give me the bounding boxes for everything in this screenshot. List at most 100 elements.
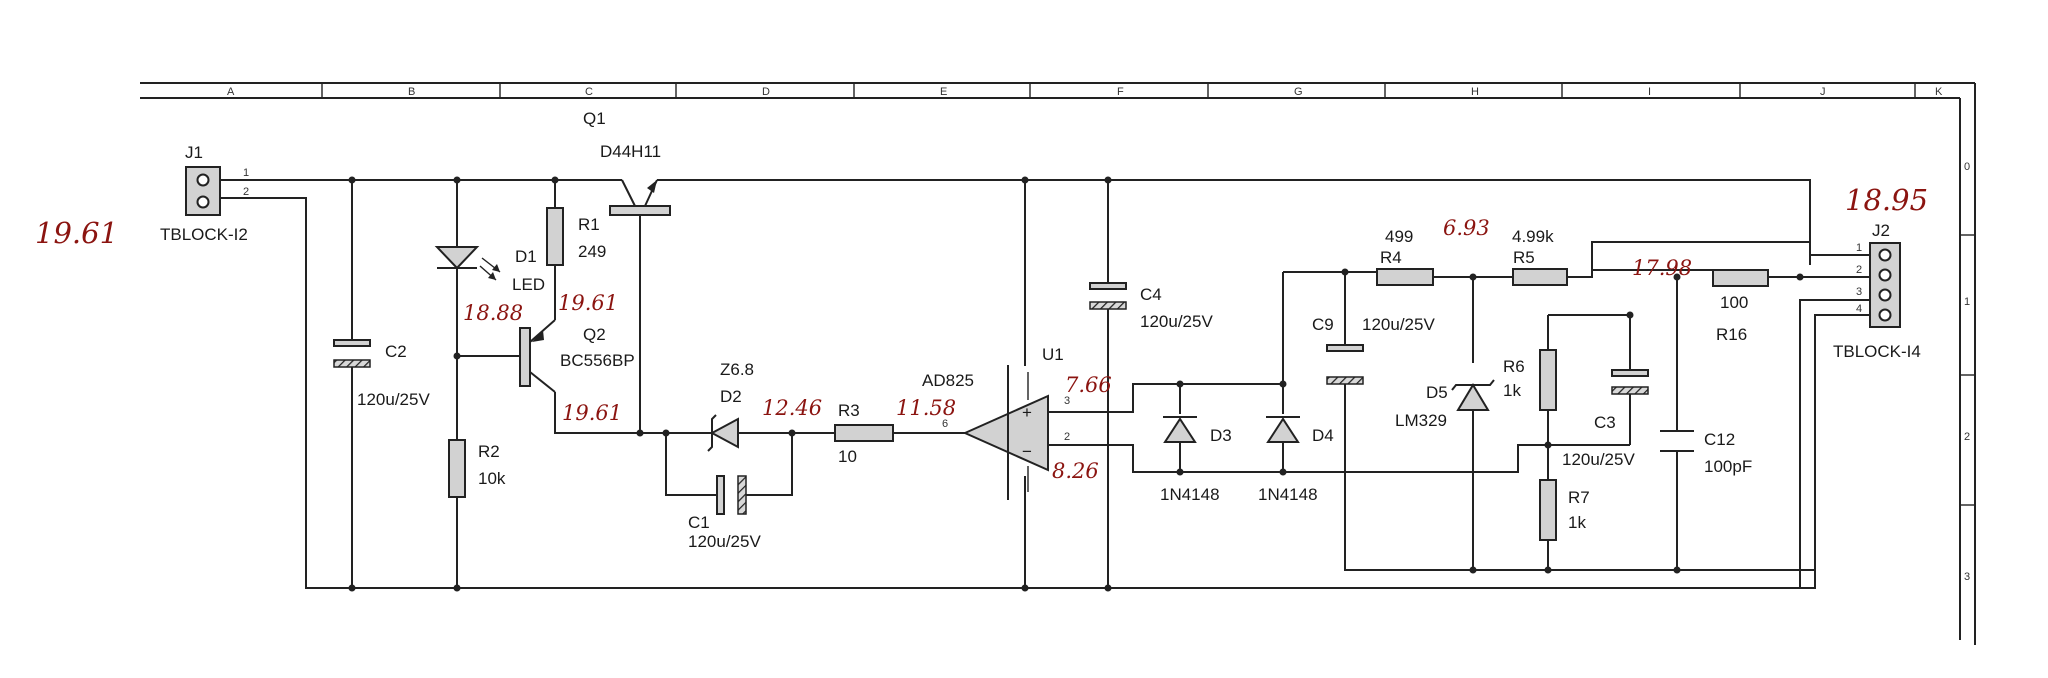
u1-ref: U1 [1042, 345, 1064, 364]
d5-value: LM329 [1395, 411, 1447, 430]
r7-ref: R7 [1568, 488, 1590, 507]
transistor-q2: Q2 BC556BP [519, 319, 635, 393]
note-u1-plus-voltage: 7.66 [1065, 373, 1112, 397]
capacitor-c9: C9 120u/25V [1312, 315, 1435, 385]
c3-value: 120u/25V [1562, 450, 1635, 469]
wires [250, 179, 1848, 589]
u1-pin-plus: 3 [1064, 395, 1070, 407]
d1-value: LED [512, 275, 545, 294]
capacitor-c12: C12 100pF [1660, 430, 1752, 476]
frame-col-b: B [408, 86, 415, 98]
resistor-r16: 100 R16 [1712, 269, 1769, 344]
note-r3-voltage: 11.58 [896, 396, 956, 420]
j1-value: TBLOCK-I2 [160, 225, 248, 244]
u1-pin-out: 6 [942, 418, 948, 430]
frame-col-e: E [940, 86, 947, 98]
j1-pin2-label: 2 [243, 186, 249, 198]
r16-ref: R16 [1716, 325, 1747, 344]
resistor-r3: R3 10 [792, 401, 968, 466]
d2-ref: D2 [720, 387, 742, 406]
u1-value: AD825 [922, 371, 974, 390]
r6-ref: R6 [1503, 357, 1525, 376]
r4-ref: R4 [1380, 248, 1402, 267]
r1-value: 249 [578, 242, 606, 261]
note-j1-voltage: 19.61 [35, 216, 118, 250]
j2-pin1-label: 1 [1856, 242, 1862, 254]
frame-row-1: 1 [1964, 296, 1970, 308]
note-r1-voltage: 19.61 [558, 291, 618, 315]
q2-ref: Q2 [583, 325, 606, 344]
led-d1: D1 LED [434, 246, 545, 294]
resistor-r1: R1 249 [546, 207, 606, 266]
c12-value: 100pF [1704, 457, 1752, 476]
note-q2-collector-voltage: 19.61 [562, 401, 622, 425]
capacitor-c2: C2 120u/25V [333, 339, 430, 409]
d5-ref: D5 [1426, 383, 1448, 402]
d1-ref: D1 [515, 247, 537, 266]
diode-d3: 1N4148 D3 [1160, 416, 1232, 504]
zener-diode-d2: Z6.8 D2 [666, 360, 792, 452]
capacitor-c4: C4 120u/25V [1089, 282, 1213, 331]
frame-row-ticks [1960, 234, 1975, 506]
r2-ref: R2 [478, 442, 500, 461]
sheet-frame: A B C D E F G H I J K 0 1 2 3 [140, 82, 1976, 645]
handwritten-voltages: 19.61 18.88 19.61 19.61 12.46 11.58 7.66… [35, 183, 1928, 483]
frame-col-j: J [1820, 86, 1826, 98]
resistor-r7: R7 1k [1539, 479, 1590, 541]
q1-value: D44H11 [600, 142, 661, 161]
c2-value: 120u/25V [357, 390, 430, 409]
r3-ref: R3 [838, 401, 860, 420]
c9-ref: C9 [1312, 315, 1334, 334]
frame-row-0: 0 [1964, 161, 1970, 173]
note-d5-voltage: 6.93 [1443, 216, 1490, 240]
d3-ref: D3 [1210, 426, 1232, 445]
frame-col-a: A [227, 86, 235, 98]
capacitor-c3: C3 120u/25V [1562, 369, 1649, 469]
c1-ref: C1 [688, 513, 710, 532]
r7-value: 1k [1568, 513, 1586, 532]
capacitor-c1: C1 120u/25V [688, 475, 761, 551]
connector-j2: 1 2 3 4 J2 TBLOCK-I4 [1833, 221, 1921, 361]
j1-pin1-label: 1 [243, 167, 249, 179]
d4-value: 1N4148 [1258, 485, 1318, 504]
d3-value: 1N4148 [1160, 485, 1220, 504]
j1-ref: J1 [185, 143, 203, 162]
u1-minus-sign: − [1022, 442, 1032, 461]
c12-ref: C12 [1704, 430, 1735, 449]
j2-ref: J2 [1872, 221, 1890, 240]
r16-value: 100 [1720, 293, 1748, 312]
connector-j1: 1 2 J1 TBLOCK-I2 [160, 143, 250, 244]
frame-col-c: C [585, 86, 593, 98]
frame-column-ticks [321, 83, 1916, 98]
q2-value: BC556BP [560, 351, 635, 370]
frame-row-2: 2 [1964, 431, 1970, 443]
frame-col-d: D [762, 86, 770, 98]
r1-ref: R1 [578, 215, 600, 234]
note-q2-emitter-voltage: 18.88 [463, 301, 523, 325]
d4-ref: D4 [1312, 426, 1334, 445]
r5-value: 4.99k [1512, 227, 1554, 246]
resistor-r4: 499 R4 [1376, 227, 1434, 286]
frame-col-f: F [1117, 86, 1124, 98]
note-r16-voltage: 17.98 [1632, 256, 1692, 280]
transistor-q1: Q1 D44H11 [583, 109, 671, 216]
j2-pin3-label: 3 [1856, 286, 1862, 298]
note-u1-minus-voltage: 8.26 [1052, 459, 1099, 483]
c4-value: 120u/25V [1140, 312, 1213, 331]
opamp-u1: + − 3 2 6 U1 AD825 [922, 345, 1070, 500]
c9-value: 120u/25V [1362, 315, 1435, 334]
resistor-r6: R6 1k [1503, 349, 1557, 411]
u1-plus-sign: + [1022, 403, 1032, 422]
frame-col-g: G [1294, 86, 1303, 98]
d2-value: Z6.8 [720, 360, 754, 379]
frame-col-i: I [1648, 86, 1651, 98]
reference-d5: D5 LM329 [1395, 379, 1495, 430]
c4-ref: C4 [1140, 285, 1162, 304]
resistor-r2: R2 10k [448, 439, 506, 498]
note-j2-voltage: 18.95 [1845, 183, 1928, 217]
c3-ref: C3 [1594, 413, 1616, 432]
frame-row-3: 3 [1964, 571, 1970, 583]
r6-value: 1k [1503, 381, 1521, 400]
q1-ref: Q1 [583, 109, 606, 128]
